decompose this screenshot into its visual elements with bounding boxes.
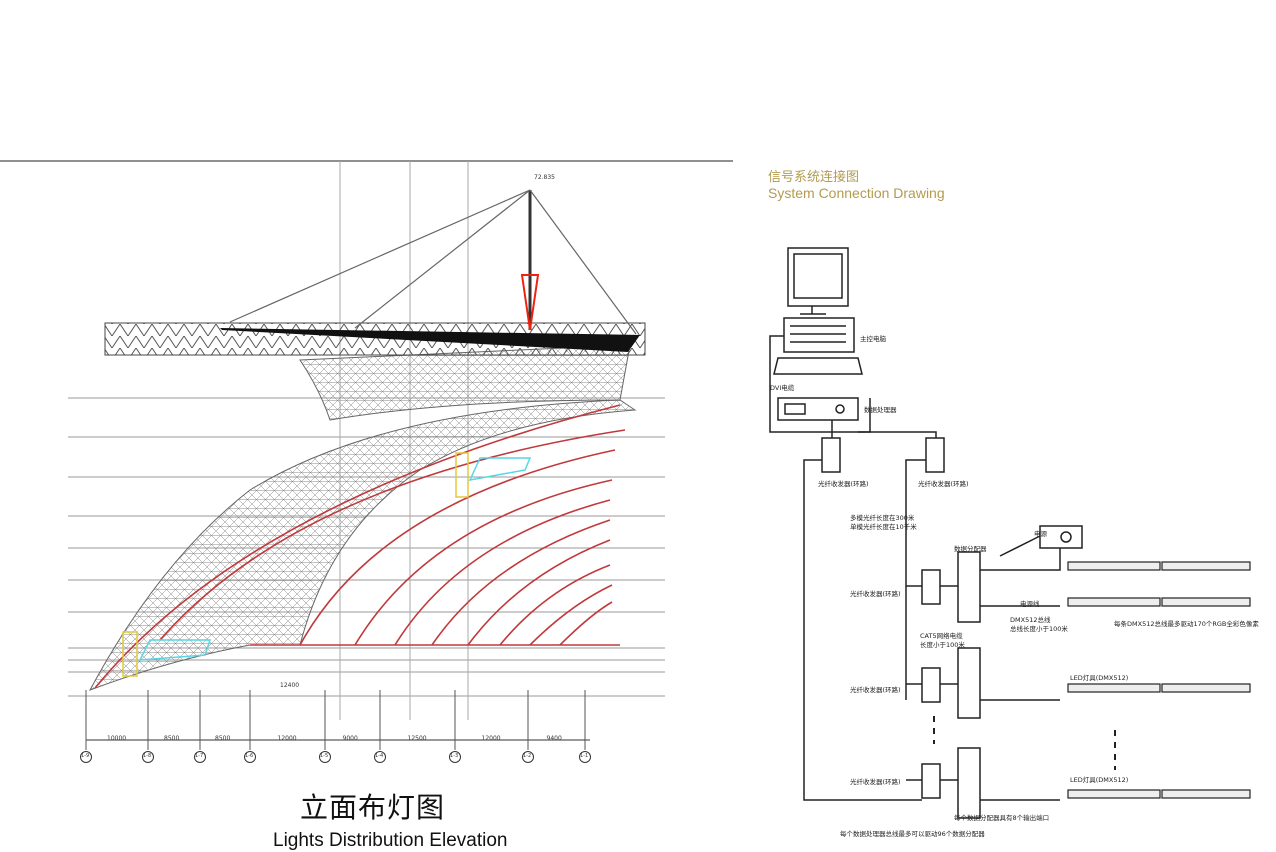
dimension-label: 10000 (107, 735, 127, 742)
led-strips (1067, 561, 1251, 799)
grid-axis-markers (80, 751, 591, 763)
axis-label: 1-1 (580, 753, 589, 759)
axis-label: 1-4 (375, 753, 384, 759)
axis-label: 1-5 (320, 753, 329, 759)
system-diagram (769, 247, 1251, 819)
elevation-title-cn: 立面布灯图 (300, 791, 446, 824)
led-fixture-label-2: LED灯具(DMX512) (1070, 776, 1129, 784)
data-processor-label: 数据处理器 (864, 406, 897, 414)
axis-marker-circle (142, 751, 154, 763)
processor-note: 每个数据处理器总线最多可以驱动96个数据分配器 (840, 830, 985, 838)
dvi-cable-label: DVI电缆 (770, 384, 795, 392)
data-processor-icon (777, 397, 859, 421)
axis-marker-circle (374, 751, 386, 763)
axis-marker-circle (579, 751, 591, 763)
axis-label: 1-6 (245, 753, 254, 759)
dimension-label: 12000 (481, 735, 501, 742)
axis-label: 1-3 (450, 753, 459, 759)
data-distributors (957, 551, 981, 819)
mast-base (520, 274, 540, 331)
bottom-dimension-label: 12400 (280, 682, 300, 689)
distributor-note: 每个数据分配器具有8个输出端口 (954, 814, 1050, 822)
axis-label: 1-9 (81, 753, 90, 759)
dimension-label: 12500 (407, 735, 427, 742)
dimension-label: 9400 (546, 735, 562, 742)
monitor-icon (787, 247, 849, 315)
dmx-bus-label-1: DMX512总线 (1010, 616, 1051, 624)
stay-cables (229, 189, 637, 335)
elevation-drawing (0, 160, 733, 763)
transceiver-label-3: 光纤收发器(环路) (850, 590, 901, 598)
axis-marker-circle (194, 751, 206, 763)
fiber-note-1: 多模光纤长度在300米 (850, 514, 915, 522)
highlight-boxes (122, 452, 532, 677)
axis-label: 1-2 (523, 753, 532, 759)
light-arcs (94, 404, 626, 689)
axis-marker-circle (522, 751, 534, 763)
roof-black (220, 328, 640, 352)
transceiver-label-2: 光纤收发器(环路) (918, 480, 969, 488)
axis-marker-circle (449, 751, 461, 763)
power-line-label: 电源线 (1020, 600, 1040, 608)
led-fixture-label-1: LED灯具(DMX512) (1070, 674, 1129, 682)
dimension-label: 8500 (164, 735, 180, 742)
dimension-label: 8500 (215, 735, 231, 742)
axis-marker-circle (80, 751, 92, 763)
dashed-breaks (933, 716, 1116, 770)
top-elevation-label: 72.835 (534, 174, 555, 181)
cat5-label-2: 长度小于100米 (920, 641, 965, 649)
transceiver-label-1: 光纤收发器(环路) (818, 480, 869, 488)
fiber-note-2: 单模光纤长度在10千米 (850, 523, 917, 531)
elevation-title-en: Lights Distribution Elevation (273, 830, 508, 851)
mesh-upper (299, 344, 631, 421)
axis-marker-circle (244, 751, 256, 763)
data-distributor-label: 数据分配器 (954, 545, 987, 553)
axis-label: 1-7 (195, 753, 204, 759)
dmx-bus-label-2: 总线长度小于100米 (1010, 625, 1068, 633)
main-pc-label: 主控电脑 (860, 335, 886, 343)
fiber-transceivers (821, 437, 945, 799)
dmx-note: 每条DMX512总线最多驱动170个RGB全彩色像素 (1114, 620, 1259, 628)
system-title-cn: 信号系统连接图 (768, 170, 860, 185)
dimension-label: 12000 (277, 735, 297, 742)
transceiver-label-4: 光纤收发器(环路) (850, 686, 901, 694)
transceiver-label-5: 光纤收发器(环路) (850, 778, 901, 786)
computer-icon (773, 317, 863, 375)
dimension-label: 9000 (342, 735, 358, 742)
cat5-label-1: CAT5网络电缆 (920, 632, 963, 640)
system-title-en: System Connection Drawing (768, 185, 945, 201)
axis-marker-circle (319, 751, 331, 763)
power-supply-icon (1039, 525, 1083, 549)
wiring (769, 335, 1061, 801)
power-supply-label: 电源 (1034, 530, 1047, 538)
axis-label: 1-8 (143, 753, 152, 759)
dimension-ticks (85, 690, 586, 750)
